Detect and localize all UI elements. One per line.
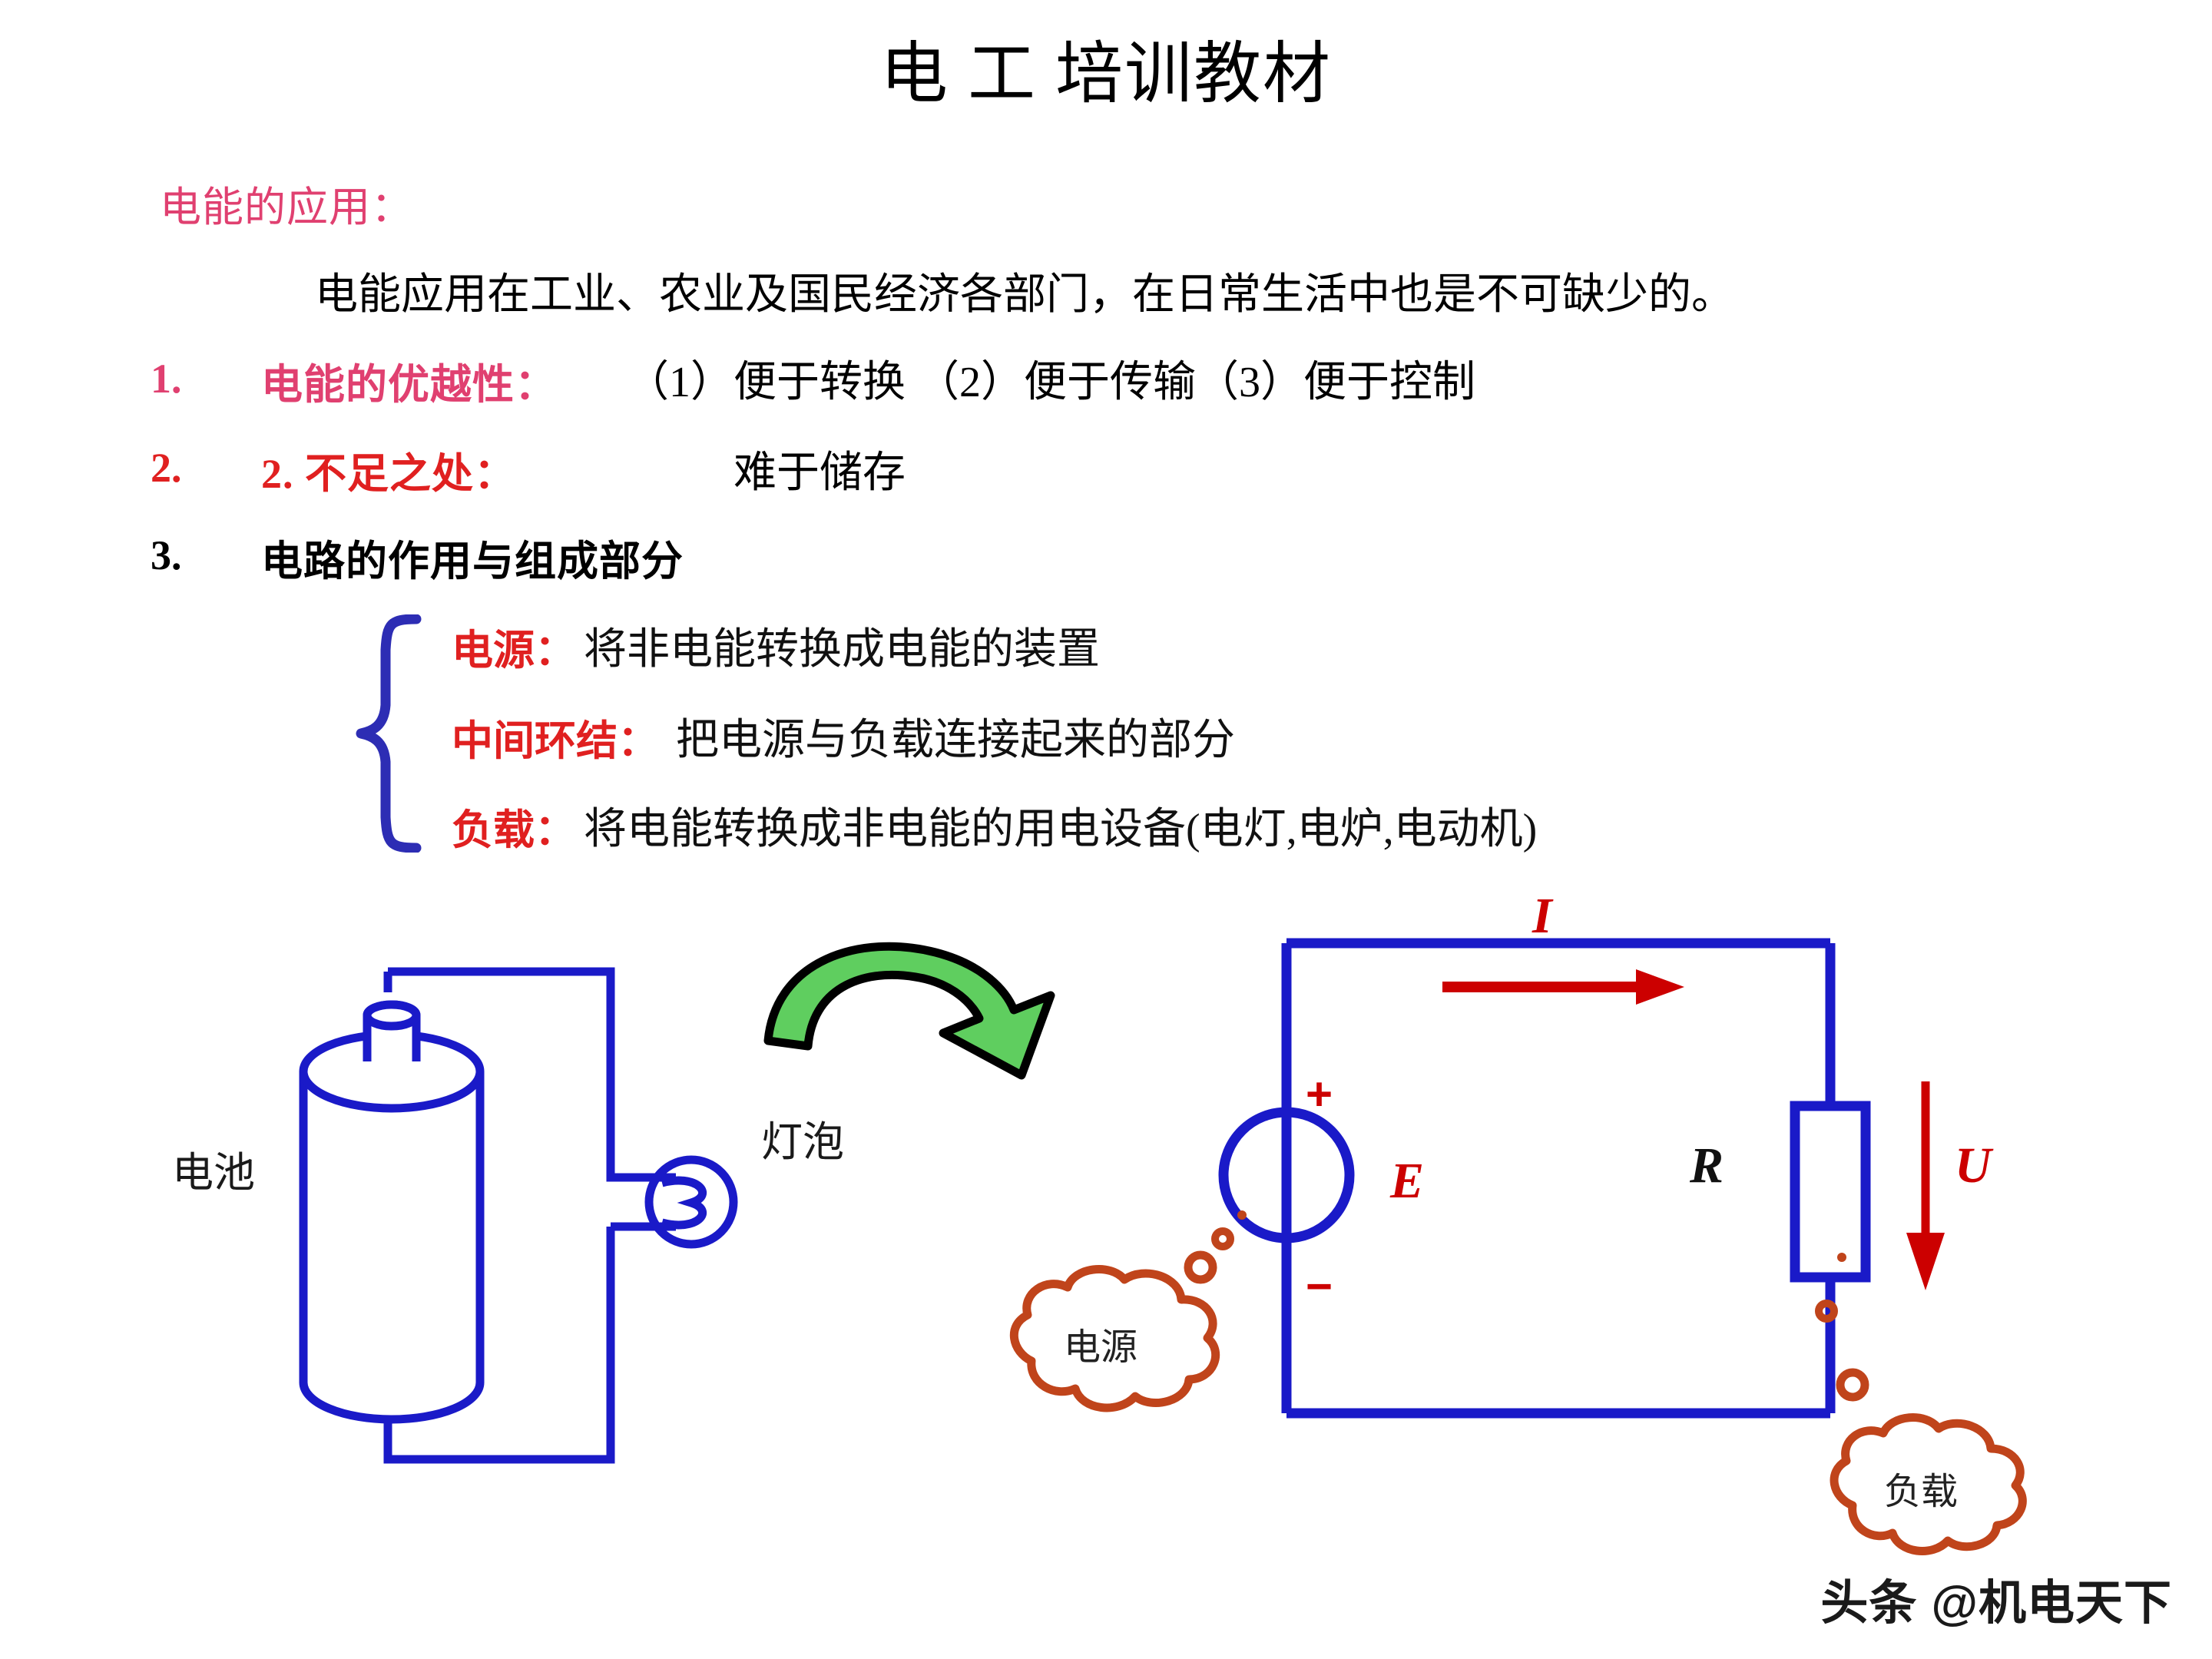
page-title: 电 工 培训教材 — [879, 38, 1332, 112]
list-detail-1: （1）便于转换 （2）便于传输（3）便于控制 — [626, 359, 1475, 406]
intro-paragraph: 电能应用在工业、农业及国民经济各部门，在日常生活中也是不可缺少的。 — [315, 271, 1734, 319]
list-number-2: 2. — [151, 445, 182, 491]
list-number-3: 3. — [151, 532, 182, 578]
emf-symbol-label: E — [1390, 1153, 1425, 1209]
list-label-3: 电路的作用与组成部分 — [261, 538, 684, 584]
section-heading: 电能的应用： — [160, 184, 413, 230]
watermark: 头条 @机电天下 — [1820, 1577, 2172, 1630]
positive-terminal-label: + — [1306, 1068, 1333, 1120]
battery-label: 电池 — [172, 1150, 255, 1196]
source-cloud-label: 电源 — [1064, 1327, 1138, 1368]
bulb-symbol-icon — [644, 1155, 738, 1249]
brace-definition-1: 将非电能转换成电能的装置 — [584, 626, 1100, 674]
voltage-arrow-icon — [1906, 1081, 1945, 1290]
resistor-symbol-icon — [1790, 1101, 1871, 1283]
circuit-schematic — [1009, 938, 2027, 1555]
green-transition-arrow-icon — [763, 942, 1055, 1080]
voltage-source-symbol-icon — [1218, 1107, 1355, 1243]
brace-term-3: 负载： — [452, 807, 576, 853]
voltage-symbol-label: U — [1955, 1137, 1992, 1194]
list-detail-2: 难于储存 — [733, 449, 906, 497]
brace-term-2: 中间环结： — [452, 718, 659, 764]
negative-terminal-label: − — [1306, 1260, 1333, 1312]
current-symbol-label: I — [1532, 888, 1552, 944]
resistor-symbol-label: R — [1690, 1137, 1724, 1194]
list-label-2: 2. 不足之处： — [261, 451, 516, 497]
current-arrow-icon — [1442, 969, 1684, 1005]
load-cloud-label: 负载 — [1884, 1472, 1959, 1512]
brace-definition-3: 将电能转换成非电能的用电设备(电灯,电炉,电动机) — [584, 806, 1538, 853]
source-cloud-callout-icon — [1009, 1210, 1247, 1412]
brace-term-1: 电源： — [452, 628, 576, 674]
list-number-1: 1. — [151, 356, 182, 402]
curly-brace-icon — [356, 614, 422, 853]
list-label-1: 电能的优越性： — [261, 362, 557, 408]
battery-bulb-diagram — [299, 967, 738, 1464]
bulb-label: 灯泡 — [761, 1119, 844, 1165]
brace-definition-2: 把电源与负载连接起来的部分 — [676, 717, 1235, 764]
